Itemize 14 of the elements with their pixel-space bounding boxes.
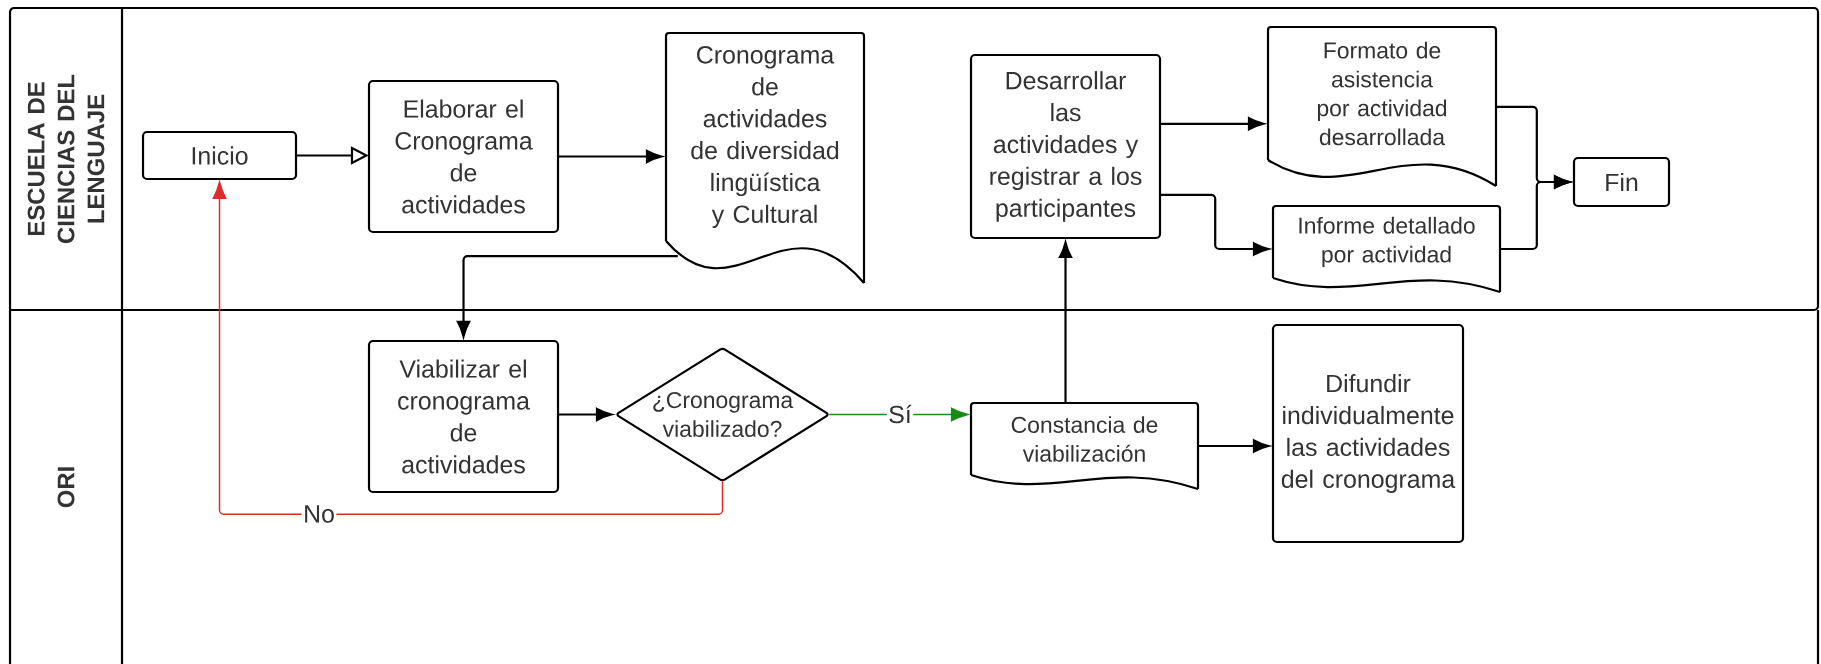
arrow — [1500, 175, 1571, 251]
process-box: Fin — [1572, 156, 1671, 208]
edge-label: No — [301, 503, 337, 525]
process-box: Desarrollar las actividades y registrar a los participantes — [969, 53, 1162, 240]
arrow — [1198, 439, 1270, 453]
arrow — [212, 181, 724, 515]
arrow — [828, 407, 969, 422]
process-box: Difundir individualmente las actividades del cronograma — [1271, 323, 1465, 544]
process-box: Inicio — [141, 130, 298, 181]
edge-label: Sí — [886, 403, 914, 425]
process-box: Viabilizar el cronograma de actividades — [367, 339, 560, 494]
arrow — [1160, 193, 1270, 256]
process-box: Elaborar el Cronograma de actividades — [367, 79, 560, 234]
arrow — [1160, 117, 1265, 131]
